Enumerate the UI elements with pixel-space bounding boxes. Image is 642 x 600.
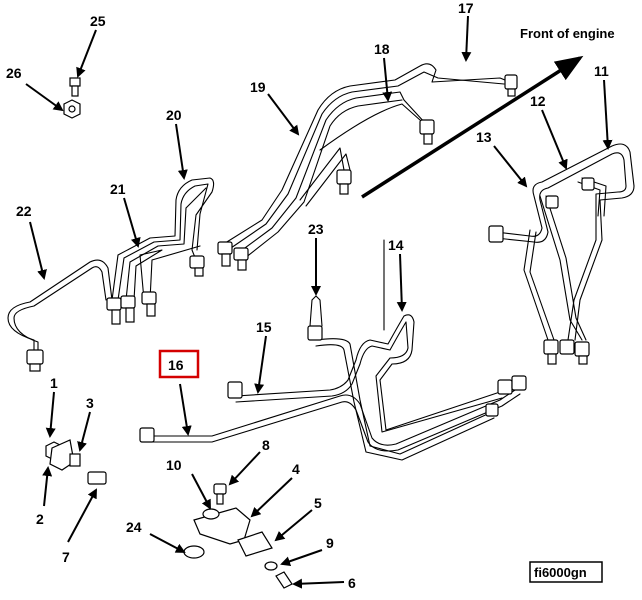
fitting-nuts-upper-middle: [217, 74, 518, 271]
bracket-assembly-4-5-8-10-24: [183, 483, 293, 589]
callout-20[interactable]: 20: [166, 107, 182, 123]
callout-22[interactable]: 22: [16, 203, 32, 219]
tube-group-upper-middle: [221, 63, 511, 263]
callout-15[interactable]: 15: [256, 319, 272, 335]
callout-2[interactable]: 2: [36, 511, 44, 527]
tube-group-lower: [147, 239, 521, 461]
callout-3[interactable]: 3: [86, 395, 94, 411]
front-of-engine-arrow: [361, 55, 584, 199]
callout-24[interactable]: 24: [126, 519, 142, 535]
callout-11[interactable]: 11: [594, 63, 609, 79]
callout-12[interactable]: 12: [530, 93, 546, 109]
callout-13[interactable]: 13: [476, 129, 492, 145]
callout-4[interactable]: 4: [292, 461, 300, 477]
callout-labels: 1 2 3 4 5 6 7 8 9 10 11 12 13 14 15 16 1…: [6, 0, 609, 591]
callout-8[interactable]: 8: [262, 437, 270, 453]
leader-arrows: [25, 15, 613, 589]
hardware-nut-26: [63, 99, 81, 119]
callout-10[interactable]: 10: [166, 457, 182, 473]
fitting-nuts-lower: [139, 295, 527, 443]
fitting-nuts-right: [488, 177, 595, 365]
callout-16-highlight: [158, 349, 200, 379]
callout-25[interactable]: 25: [90, 13, 106, 29]
callout-16[interactable]: 16: [168, 357, 184, 373]
figure-id-box: [529, 561, 603, 583]
callout-18[interactable]: 18: [374, 41, 390, 57]
fitting-nuts-left: [26, 255, 205, 372]
clamp-assembly-1-2-3-7: [45, 439, 107, 485]
callout-7[interactable]: 7: [62, 549, 70, 565]
callout-23[interactable]: 23: [308, 221, 324, 237]
callout-21[interactable]: 21: [110, 181, 126, 197]
hardware-bolt-25: [69, 77, 81, 97]
callout-1[interactable]: 1: [50, 375, 58, 391]
callout-9[interactable]: 9: [326, 535, 334, 551]
callout-26[interactable]: 26: [6, 65, 22, 81]
front-of-engine-label: Front of engine: [520, 26, 615, 41]
figure-id: fi6000gn: [534, 565, 587, 580]
callout-19[interactable]: 19: [250, 79, 266, 95]
callout-17[interactable]: 17: [458, 0, 474, 16]
tube-group-left: [7, 177, 215, 353]
callout-6[interactable]: 6: [348, 575, 356, 591]
callout-14[interactable]: 14: [388, 237, 404, 253]
callout-5[interactable]: 5: [314, 495, 322, 511]
